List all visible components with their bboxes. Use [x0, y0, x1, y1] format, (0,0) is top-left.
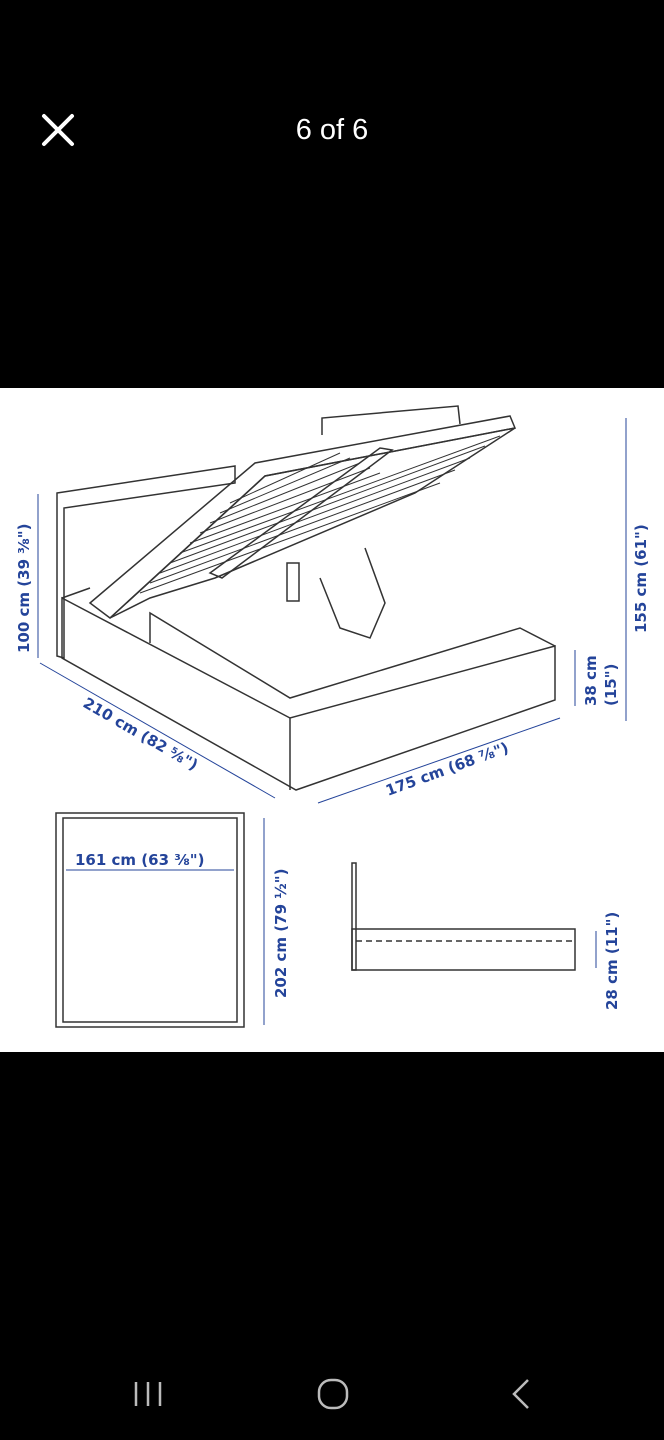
mattress-width-label: 161 cm (63 ⅜")	[75, 851, 204, 869]
close-icon	[42, 114, 74, 146]
image-counter: 6 of 6	[295, 114, 369, 146]
bed-diagram: 100 cm (39 ⅜") 155 cm (61") 210 cm (82 ⅝…	[15, 405, 650, 1028]
total-height-label: 155 cm (61")	[632, 524, 650, 633]
top-view	[55, 812, 245, 1028]
dimension-lines	[37, 418, 627, 1025]
viewer-header: 6 of 6	[0, 0, 664, 260]
close-button[interactable]	[40, 112, 76, 148]
system-nav-bar	[0, 1350, 664, 1440]
back-button[interactable]	[490, 1370, 550, 1418]
home-button[interactable]	[303, 1370, 363, 1418]
home-icon	[317, 1378, 349, 1410]
frame-height-label: 38 cm	[582, 655, 600, 706]
recents-button[interactable]	[118, 1370, 178, 1418]
side-view	[351, 862, 576, 971]
length-label: 210 cm (82 ⅝")	[80, 694, 201, 774]
headboard-height-label: 100 cm (39 ⅜")	[15, 524, 33, 653]
clearance-label: 28 cm (11")	[603, 912, 621, 1010]
recents-icon	[134, 1382, 162, 1406]
width-label: 175 cm (68 ⅞")	[383, 739, 511, 800]
frame-height-inch-label: (15")	[602, 664, 620, 706]
product-dimension-image[interactable]: 100 cm (39 ⅜") 155 cm (61") 210 cm (82 ⅝…	[0, 388, 664, 1052]
bed-drawing	[56, 405, 556, 791]
mattress-length-label: 202 cm (79 ½")	[272, 869, 290, 998]
back-icon	[512, 1379, 529, 1409]
